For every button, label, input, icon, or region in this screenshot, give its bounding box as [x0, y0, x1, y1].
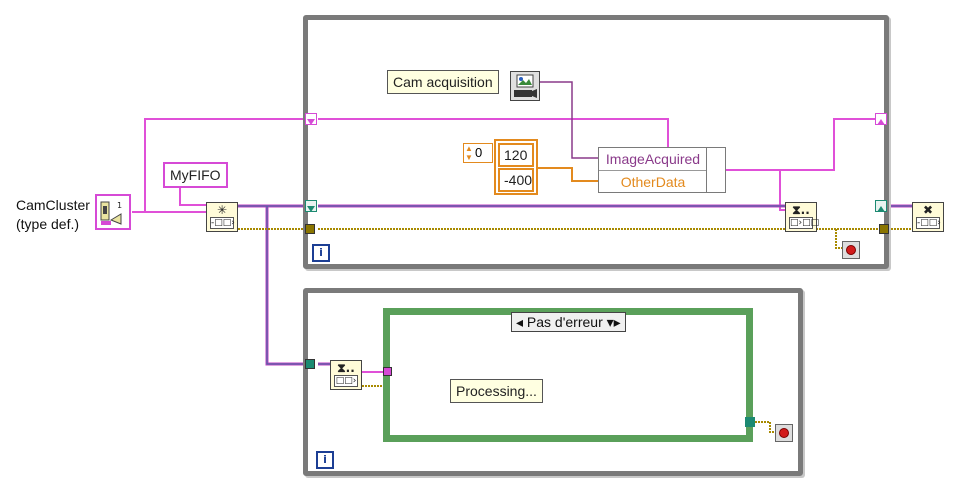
camera-node[interactable]: [510, 71, 540, 101]
error-tunnel-left[interactable]: [305, 224, 315, 234]
queue-glyph: -□□›: [916, 217, 941, 229]
stop-icon[interactable]: [842, 241, 860, 259]
bundle-field-image[interactable]: ImageAcquired: [599, 148, 707, 171]
queue-tunnel-consumer[interactable]: [305, 359, 315, 369]
cluster-icon: 1: [100, 201, 122, 225]
selector-right-arrow-icon[interactable]: ▾▸: [606, 314, 621, 330]
bundle-output-terminal[interactable]: [706, 147, 726, 193]
array-element-0[interactable]: 120: [498, 143, 534, 167]
shift-register-left[interactable]: [305, 113, 317, 125]
dequeue-icon: ⧗..: [337, 361, 355, 375]
cluster-wire-to-shift-register: [132, 118, 310, 213]
case-input-tunnel[interactable]: [383, 367, 392, 376]
enqueue-icon: ⧗..: [792, 203, 810, 217]
release-queue-icon: ✖: [922, 203, 934, 217]
error-wire-stop: [835, 229, 844, 249]
camcluster-label: CamCluster (type def.): [16, 197, 90, 232]
release-queue-node[interactable]: ✖ -□□›: [912, 202, 944, 232]
fifo-name-wire: [179, 185, 208, 206]
obtain-queue-node[interactable]: ✳ -□□›: [206, 202, 238, 232]
array-wire: [538, 167, 600, 182]
queue-shift-register-right[interactable]: [875, 200, 887, 212]
cam-acquisition-label: Cam acquisition: [387, 70, 499, 94]
iteration-icon: i: [312, 244, 330, 262]
error-wires: [238, 228, 914, 433]
obtain-queue-icon: ✳: [216, 203, 228, 217]
bundle-by-name-node[interactable]: ImageAcquired OtherData: [598, 147, 708, 193]
cluster-wires: [132, 118, 876, 373]
camcluster-constant[interactable]: 1: [95, 194, 131, 230]
queue-glyph: □›□□: [789, 217, 820, 229]
stop-icon[interactable]: [775, 424, 793, 442]
while-loop-consumer[interactable]: [303, 288, 803, 476]
iteration-icon: i: [316, 451, 334, 469]
cluster-wire-to-bundle: [318, 118, 669, 150]
error-tunnel-right[interactable]: [879, 224, 889, 234]
bundle-out-wire: [722, 118, 876, 171]
svg-text:1: 1: [117, 201, 122, 210]
array-constant[interactable]: 120 -400: [494, 139, 538, 195]
shift-register-right[interactable]: [875, 113, 887, 125]
processing-label: Processing...: [450, 379, 543, 403]
selector-left-arrow-icon[interactable]: ◂: [516, 314, 524, 330]
while-loop-producer[interactable]: [303, 15, 889, 269]
enqueue-node[interactable]: ⧗.. □›□□: [785, 202, 820, 232]
array-index-value: 0: [475, 145, 483, 160]
case-frame: [390, 315, 746, 435]
queue-glyph: -□□›: [210, 217, 235, 229]
queue-shift-register-left[interactable]: [305, 200, 317, 212]
image-wire: [540, 81, 600, 159]
array-element-1[interactable]: -400: [498, 168, 534, 192]
camera-icon: [514, 74, 537, 98]
dequeue-node[interactable]: ⧗.. □□›: [330, 360, 362, 390]
numeric-wires: [538, 167, 600, 182]
picture-wire: [540, 81, 600, 159]
queue-glyph: □□›: [334, 375, 358, 387]
index-arrows-icon[interactable]: ▲▼: [465, 144, 473, 162]
error-wire-stop-2: [752, 421, 776, 433]
queue-wire-stripe: [238, 205, 914, 365]
case-error-tunnel[interactable]: [745, 417, 755, 427]
case-selector[interactable]: ◂ Pas d'erreur ▾▸: [511, 312, 626, 332]
bundle-field-otherdata[interactable]: OtherData: [620, 174, 686, 190]
array-index-control[interactable]: ▲▼ 0: [463, 143, 493, 163]
case-selector-label: Pas d'erreur: [526, 314, 603, 330]
myfifo-constant[interactable]: MyFIFO: [163, 162, 228, 188]
